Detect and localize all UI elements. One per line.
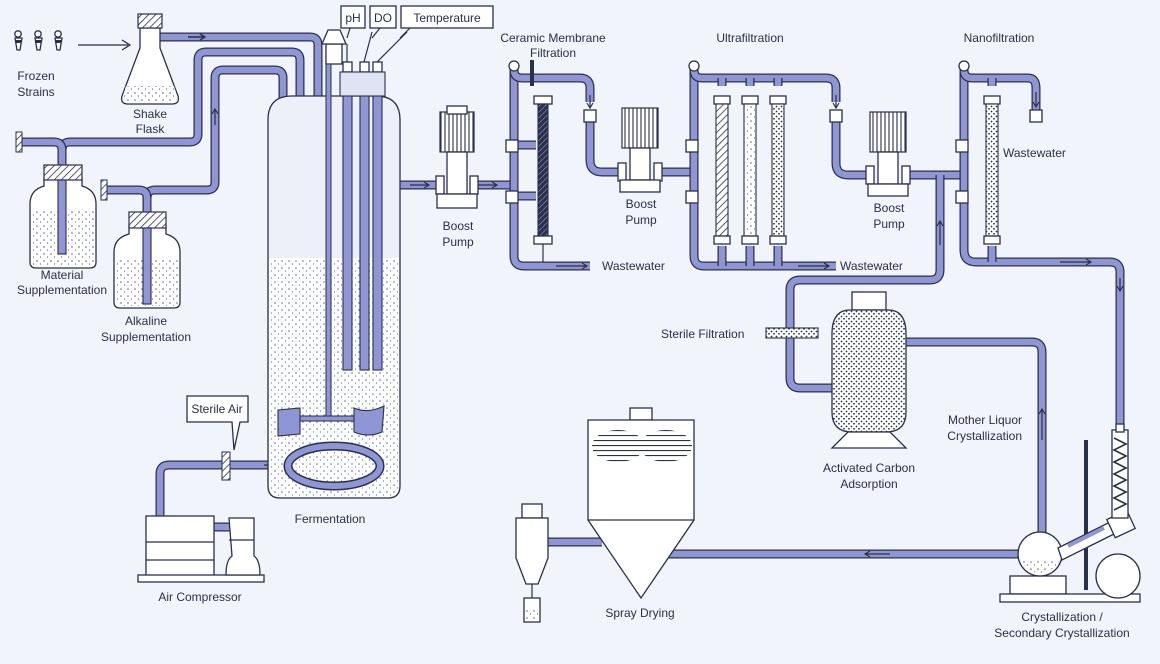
pipe-material-feed	[57, 47, 305, 310]
activated-carbon-column	[830, 291, 908, 449]
material-supplementation-bottle	[15, 131, 97, 269]
nanofiltration-label: Nanofiltration	[964, 31, 1035, 45]
sterile-air-label: Sterile Air	[191, 402, 242, 416]
fermentation-label: Fermentation	[295, 512, 366, 526]
fermenter-tank	[267, 29, 408, 499]
air-compressor-label: Air Compressor	[158, 590, 241, 604]
spray-dryer	[515, 407, 695, 623]
ultrafiltration-label: Ultrafiltration	[716, 31, 783, 45]
probe-callouts	[340, 5, 494, 39]
temperature-label: Temperature	[413, 11, 481, 25]
spray-drying-label: Spray Drying	[605, 606, 674, 620]
sterile-filtration-label: Sterile Filtration	[661, 327, 744, 341]
sterile-filter	[765, 327, 819, 339]
wastewater-2-label: Wastewater	[840, 259, 903, 273]
air-compressor	[137, 515, 265, 583]
pipe-network	[22, 32, 1125, 559]
pipe-ceramic-mid	[518, 140, 536, 201]
pipe-material-bottle-neck	[22, 137, 67, 168]
pipe-crystallizer-to-spray	[635, 478, 1020, 559]
ph-label: pH	[345, 11, 360, 25]
sterile-air-callout	[186, 395, 249, 481]
ultrafiltration-modules	[685, 60, 843, 266]
boost-pump-1	[435, 105, 479, 209]
crystallization-label: Crystallization /Secondary Crystallizati…	[994, 610, 1129, 640]
wastewater-3-label: Wastewater	[1003, 146, 1066, 160]
do-label: DO	[374, 11, 392, 25]
ceramic-membrane-module	[505, 60, 597, 262]
boost-pump-2	[617, 107, 663, 193]
crystallizer-apparatus	[999, 423, 1141, 603]
boost-pump-3	[865, 111, 911, 197]
alkaline-supplementation-bottle	[100, 179, 181, 309]
frozen-strains-vials	[14, 30, 63, 51]
wastewater-1-label: Wastewater	[602, 259, 665, 273]
nanofiltration-module	[955, 60, 1043, 262]
shake-flask	[120, 13, 180, 105]
